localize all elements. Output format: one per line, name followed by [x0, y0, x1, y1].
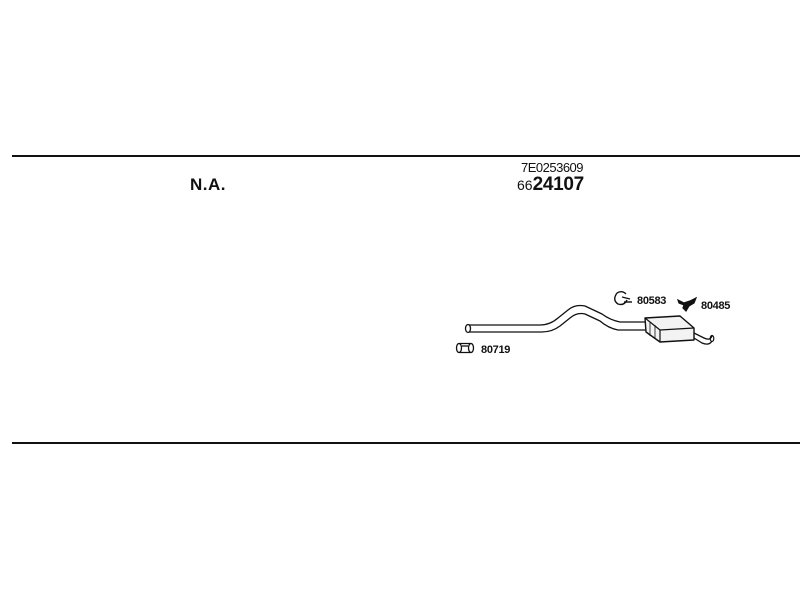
bottom-divider	[12, 442, 800, 444]
reference-code: 7E0253609	[521, 160, 584, 175]
exhaust-pipe	[464, 304, 646, 334]
part-label-80485: 80485	[701, 300, 731, 312]
main-part-number: 6624107	[517, 174, 584, 196]
not-applicable-label: N.A.	[190, 175, 226, 194]
pipe-connector-icon	[455, 342, 475, 354]
hanger-icon	[676, 296, 698, 312]
rear-silencer-icon	[644, 315, 715, 345]
part-label-80719: 80719	[481, 344, 511, 356]
top-divider	[12, 155, 800, 157]
part-number-prefix: 66	[517, 177, 533, 193]
part-label-80583: 80583	[637, 295, 667, 307]
part-number-main: 24107	[532, 174, 585, 195]
clamp-icon	[614, 291, 632, 306]
